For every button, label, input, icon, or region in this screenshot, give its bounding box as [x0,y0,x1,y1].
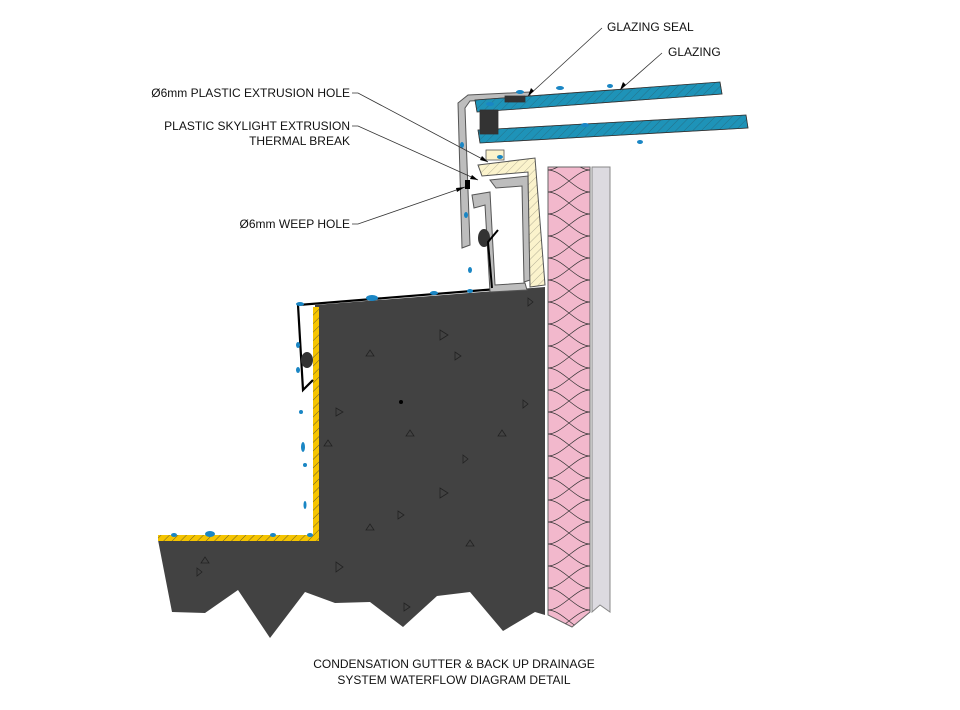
label-glazing: GLAZING [668,45,721,59]
anchor-point [399,400,403,404]
diagram-caption: CONDENSATION GUTTER & BACK UP DRAINAGE S… [254,656,654,688]
leader-lines [352,27,663,225]
concrete-slab [158,287,545,638]
aggregate-marks [196,297,534,612]
label-extrusion-hole: Ø6mm PLASTIC EXTRUSION HOLE [151,86,350,100]
sealant-bead [301,352,313,368]
label-weep-hole: Ø6mm WEEP HOLE [239,217,350,231]
waterproof-membrane [158,307,319,541]
label-thermal-break-1: PLASTIC SKYLIGHT EXTRUSION [164,119,350,133]
plaster-board [591,166,611,614]
glazing-panels [474,81,749,144]
label-thermal-break-2: THERMAL BREAK [249,134,350,148]
caption-line-1: CONDENSATION GUTTER & BACK UP DRAINAGE [313,657,595,671]
leader-arrowheads [456,82,626,192]
skylight-extrusion [457,91,546,293]
water-droplets [171,84,643,537]
insulation [547,166,591,628]
caption-line-2: SYSTEM WATERFLOW DIAGRAM DETAIL [337,673,571,687]
label-glazing-seal: GLAZING SEAL [607,20,694,34]
gutter-flashing [296,287,498,393]
